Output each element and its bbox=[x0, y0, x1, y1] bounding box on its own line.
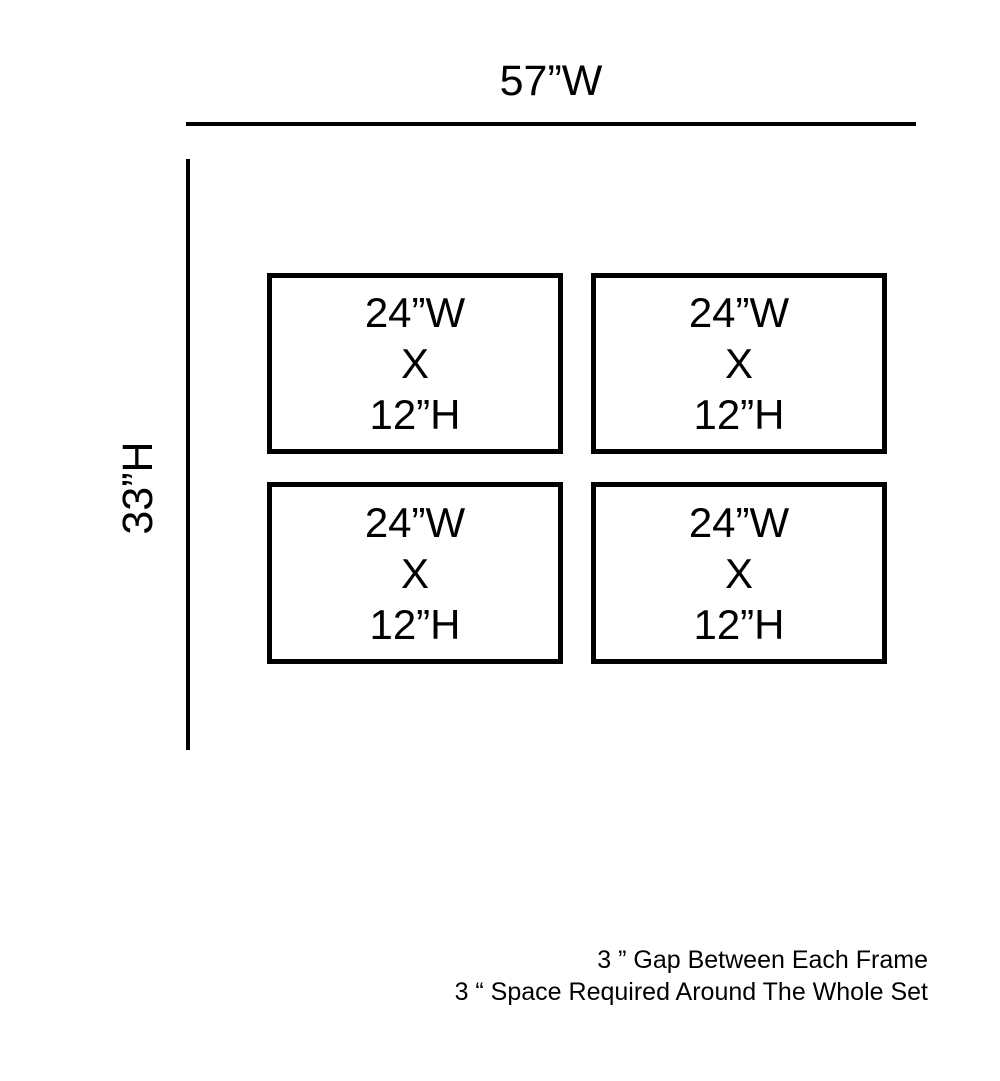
frame-top-left: 24”W X 12”H bbox=[267, 273, 563, 454]
frame-height-label: 12”H bbox=[693, 391, 785, 438]
frame-height-label: 12”H bbox=[693, 600, 785, 648]
frame-height-label: 12”H bbox=[369, 600, 461, 648]
frame-bottom-left: 24”W X 12”H bbox=[267, 482, 563, 664]
frame-x-separator: X bbox=[724, 340, 753, 387]
frame-top-right: 24”W X 12”H bbox=[591, 273, 887, 454]
spacing-notes: 3 ” Gap Between Each Frame 3 “ Space Req… bbox=[455, 944, 928, 1008]
frame-width-label: 24”W bbox=[364, 289, 466, 336]
total-width-dimension-label: 57”W bbox=[499, 57, 603, 105]
frame-x-separator: X bbox=[724, 549, 753, 597]
frame-height-label: 12”H bbox=[369, 391, 461, 438]
gap-between-frames-note: 3 ” Gap Between Each Frame bbox=[597, 946, 928, 974]
frame-x-separator: X bbox=[400, 340, 429, 387]
frame-width-label: 24”W bbox=[364, 498, 466, 546]
space-around-set-note: 3 “ Space Required Around The Whole Set bbox=[454, 978, 928, 1006]
frame-width-label: 24”W bbox=[688, 498, 790, 546]
frame-width-label: 24”W bbox=[688, 289, 790, 336]
frame-bottom-right: 24”W X 12”H bbox=[591, 482, 887, 664]
total-width-dimension-line bbox=[186, 122, 916, 126]
total-height-dimension-line bbox=[186, 159, 190, 750]
total-height-dimension-label: 33”H bbox=[113, 441, 162, 535]
frame-x-separator: X bbox=[400, 549, 429, 597]
